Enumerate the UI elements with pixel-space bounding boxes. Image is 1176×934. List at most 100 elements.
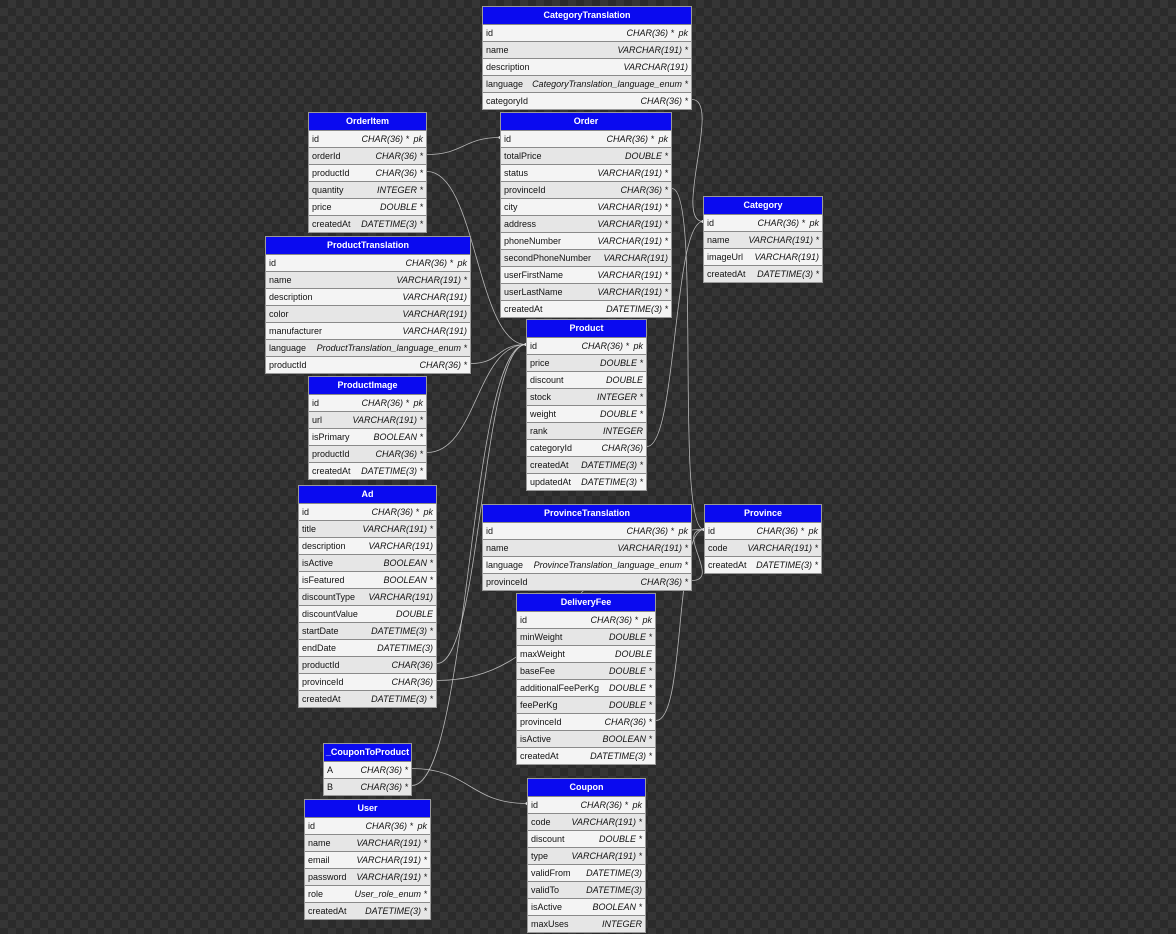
column-name: id — [486, 526, 494, 536]
column-name: type — [531, 851, 549, 861]
column-type: DATETIME(3) * — [757, 269, 819, 279]
column-type: VARCHAR(191) * — [597, 270, 668, 280]
column-type: DATETIME(3) * — [371, 626, 433, 636]
column-name: code — [531, 817, 551, 827]
table-row: validFrom DATETIME(3) — [528, 864, 645, 881]
column-name: id — [302, 507, 310, 517]
primary-key-marker: pk — [678, 526, 688, 536]
column-name: createdAt — [312, 466, 351, 476]
column-type: DOUBLE * — [599, 358, 643, 368]
column-type: DATETIME(3) * — [361, 219, 423, 229]
column-type: VARCHAR(191) — [402, 292, 467, 302]
table-row: address VARCHAR(191) * — [501, 215, 671, 232]
column-name: createdAt — [530, 460, 569, 470]
column-name: color — [269, 309, 289, 319]
table-title: OrderItem — [309, 113, 426, 130]
column-name: weight — [530, 409, 557, 419]
table-row: categoryId CHAR(36) * — [483, 92, 691, 109]
column-type: ProductTranslation_language_enum * — [316, 343, 467, 353]
table-row: createdAt DATETIME(3) * — [704, 265, 822, 282]
column-type: DATETIME(3) — [586, 868, 642, 878]
column-type: VARCHAR(191) * — [396, 275, 467, 285]
column-name: createdAt — [308, 906, 347, 916]
column-type: VARCHAR(191) * — [617, 543, 688, 553]
column-name: provinceId — [486, 577, 528, 587]
column-type: DATETIME(3) * — [365, 906, 427, 916]
column-name: description — [486, 62, 530, 72]
column-name: address — [504, 219, 537, 229]
column-type: VARCHAR(191) * — [571, 851, 642, 861]
column-type: DATETIME(3) * — [361, 466, 423, 476]
column-type: CHAR(36) * — [580, 800, 628, 810]
column-type: VARCHAR(191) * — [597, 287, 668, 297]
column-name: B — [327, 782, 334, 792]
column-name: id — [486, 28, 494, 38]
column-type: VARCHAR(191) * — [356, 855, 427, 865]
column-type: DATETIME(3) * — [371, 694, 433, 704]
column-type: BOOLEAN * — [373, 432, 423, 442]
table-row: description VARCHAR(191) — [266, 288, 470, 305]
column-name: validFrom — [531, 868, 571, 878]
column-name: url — [312, 415, 323, 425]
table-title: Coupon — [528, 779, 645, 796]
column-name: isActive — [302, 558, 334, 568]
column-name: createdAt — [707, 269, 746, 279]
column-name: maxUses — [531, 919, 569, 929]
column-type: VARCHAR(191) * — [356, 872, 427, 882]
column-name: id — [269, 258, 277, 268]
column-name: description — [269, 292, 313, 302]
column-name: categoryId — [486, 96, 529, 106]
column-name: discountType — [302, 592, 356, 602]
column-type: VARCHAR(191) * — [352, 415, 423, 425]
column-type: CategoryTranslation_language_enum * — [532, 79, 688, 89]
column-type: DOUBLE * — [599, 409, 643, 419]
column-type: DATETIME(3) * — [581, 460, 643, 470]
column-name: email — [308, 855, 330, 865]
column-type: DATETIME(3) * — [581, 477, 643, 487]
column-name: createdAt — [504, 304, 543, 314]
column-type: CHAR(36) * — [361, 398, 409, 408]
column-type: CHAR(36) * — [375, 449, 423, 459]
column-type: ProvinceTranslation_language_enum * — [533, 560, 688, 570]
column-type: CHAR(36) * — [640, 96, 688, 106]
column-type: VARCHAR(191) * — [597, 219, 668, 229]
column-type: VARCHAR(191) — [603, 253, 668, 263]
column-type: DATETIME(3) — [377, 643, 433, 653]
